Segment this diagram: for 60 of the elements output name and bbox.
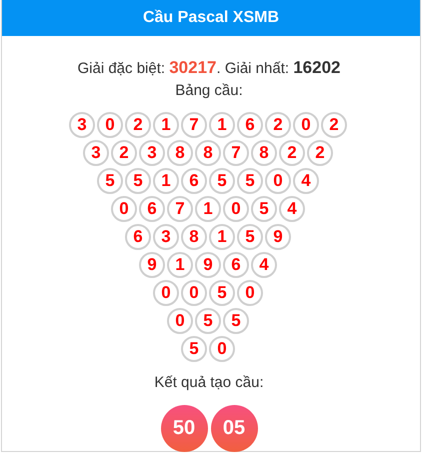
table-heading: Bảng cầu: [175,81,243,100]
number-ball: 6 [237,112,263,138]
number-ball: 1 [195,196,221,222]
number-ball: 5 [97,168,123,194]
number-ball: 2 [111,140,137,166]
number-ball: 0 [181,280,207,306]
number-ball: 9 [139,252,165,278]
number-ball: 8 [195,140,221,166]
number-ball: 2 [307,140,333,166]
number-ball: 8 [167,140,193,166]
number-ball: 0 [111,196,137,222]
number-ball: 9 [195,252,221,278]
number-ball: 8 [181,224,207,250]
number-ball: 4 [279,196,305,222]
number-ball: 1 [167,252,193,278]
number-ball: 2 [279,140,305,166]
number-ball: 1 [153,168,179,194]
number-ball: 4 [251,252,277,278]
number-ball: 5 [251,196,277,222]
number-ball: 0 [223,196,249,222]
number-ball: 3 [69,112,95,138]
number-ball: 3 [83,140,109,166]
number-ball: 0 [265,168,291,194]
number-ball: 6 [125,224,151,250]
number-ball: 8 [251,140,277,166]
number-ball: 5 [181,336,207,362]
number-ball: 0 [209,336,235,362]
number-ball: 6 [139,196,165,222]
number-ball: 3 [153,224,179,250]
result-ball: 50 [160,404,208,452]
number-ball: 5 [223,308,249,334]
number-ball: 9 [265,224,291,250]
number-ball: 0 [97,112,123,138]
number-ball: 5 [125,168,151,194]
number-ball: 5 [237,224,263,250]
number-ball: 4 [293,168,319,194]
number-ball: 5 [209,280,235,306]
number-ball: 7 [223,140,249,166]
number-ball: 1 [209,112,235,138]
number-ball: 5 [195,308,221,334]
number-ball: 2 [265,112,291,138]
number-ball: 1 [209,224,235,250]
title-bar: Cầu Pascal XSMB [2,0,420,36]
number-ball: 5 [237,168,263,194]
number-ball: 6 [181,168,207,194]
number-ball: 0 [237,280,263,306]
number-ball: 6 [223,252,249,278]
result-heading: Kết quả tạo cầu: [154,373,264,392]
number-ball: 2 [321,112,347,138]
number-ball: 7 [181,112,207,138]
number-ball: 0 [293,112,319,138]
number-ball: 0 [153,280,179,306]
prize-text: Giải đặc biệt: 30217. Giải nhất: 16202 [78,58,340,78]
number-ball: 3 [139,140,165,166]
number-ball: 7 [167,196,193,222]
result-ball: 05 [210,404,258,452]
number-ball: 2 [125,112,151,138]
number-ball: 0 [167,308,193,334]
number-ball: 1 [153,112,179,138]
number-ball: 5 [209,168,235,194]
